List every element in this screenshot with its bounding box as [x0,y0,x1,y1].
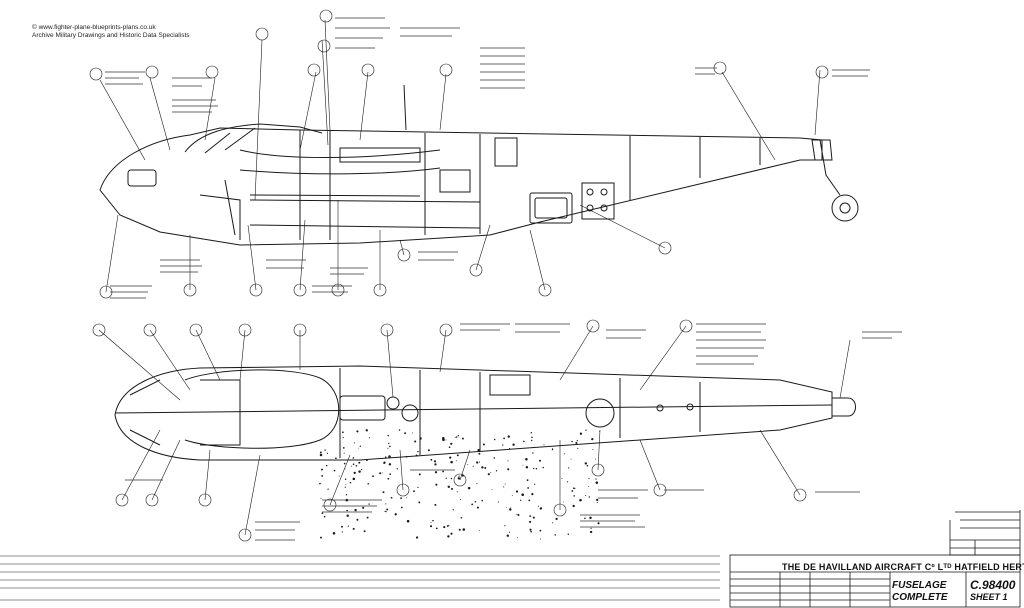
side-fuselage-outline [99,127,823,246]
drawing-number: C.98400 [970,578,1016,592]
drawing-title: FUSELAGE [892,580,947,591]
callouts [89,9,851,542]
tailwheel [831,194,859,222]
print-noise [319,429,601,540]
plan-tail-cone [832,397,856,417]
plan-view [114,365,856,461]
watermark-tagline: Archive Military Drawings and Historic D… [32,32,190,39]
title-block [729,510,1021,608]
sheet-number: SHEET 1 [970,592,1008,602]
tailwheel-leg [819,139,841,196]
company-name: THE DE HAVILLAND AIRCRAFT Cº Lᵀᴰ HATFIEL… [782,562,1024,572]
plan-canopy [184,369,340,449]
drawing-rules [0,555,720,601]
plan-centreline [114,404,833,414]
watermark-url: © www.fighter-plane-blueprints-plans.co.… [32,24,156,31]
side-aerial-mast [403,84,407,131]
side-canopy [184,123,323,153]
handwritten-notes [105,17,902,541]
drawing-title-2: COMPLETE [892,592,948,603]
side-elevation [99,84,859,246]
side-nose-window [127,169,157,187]
